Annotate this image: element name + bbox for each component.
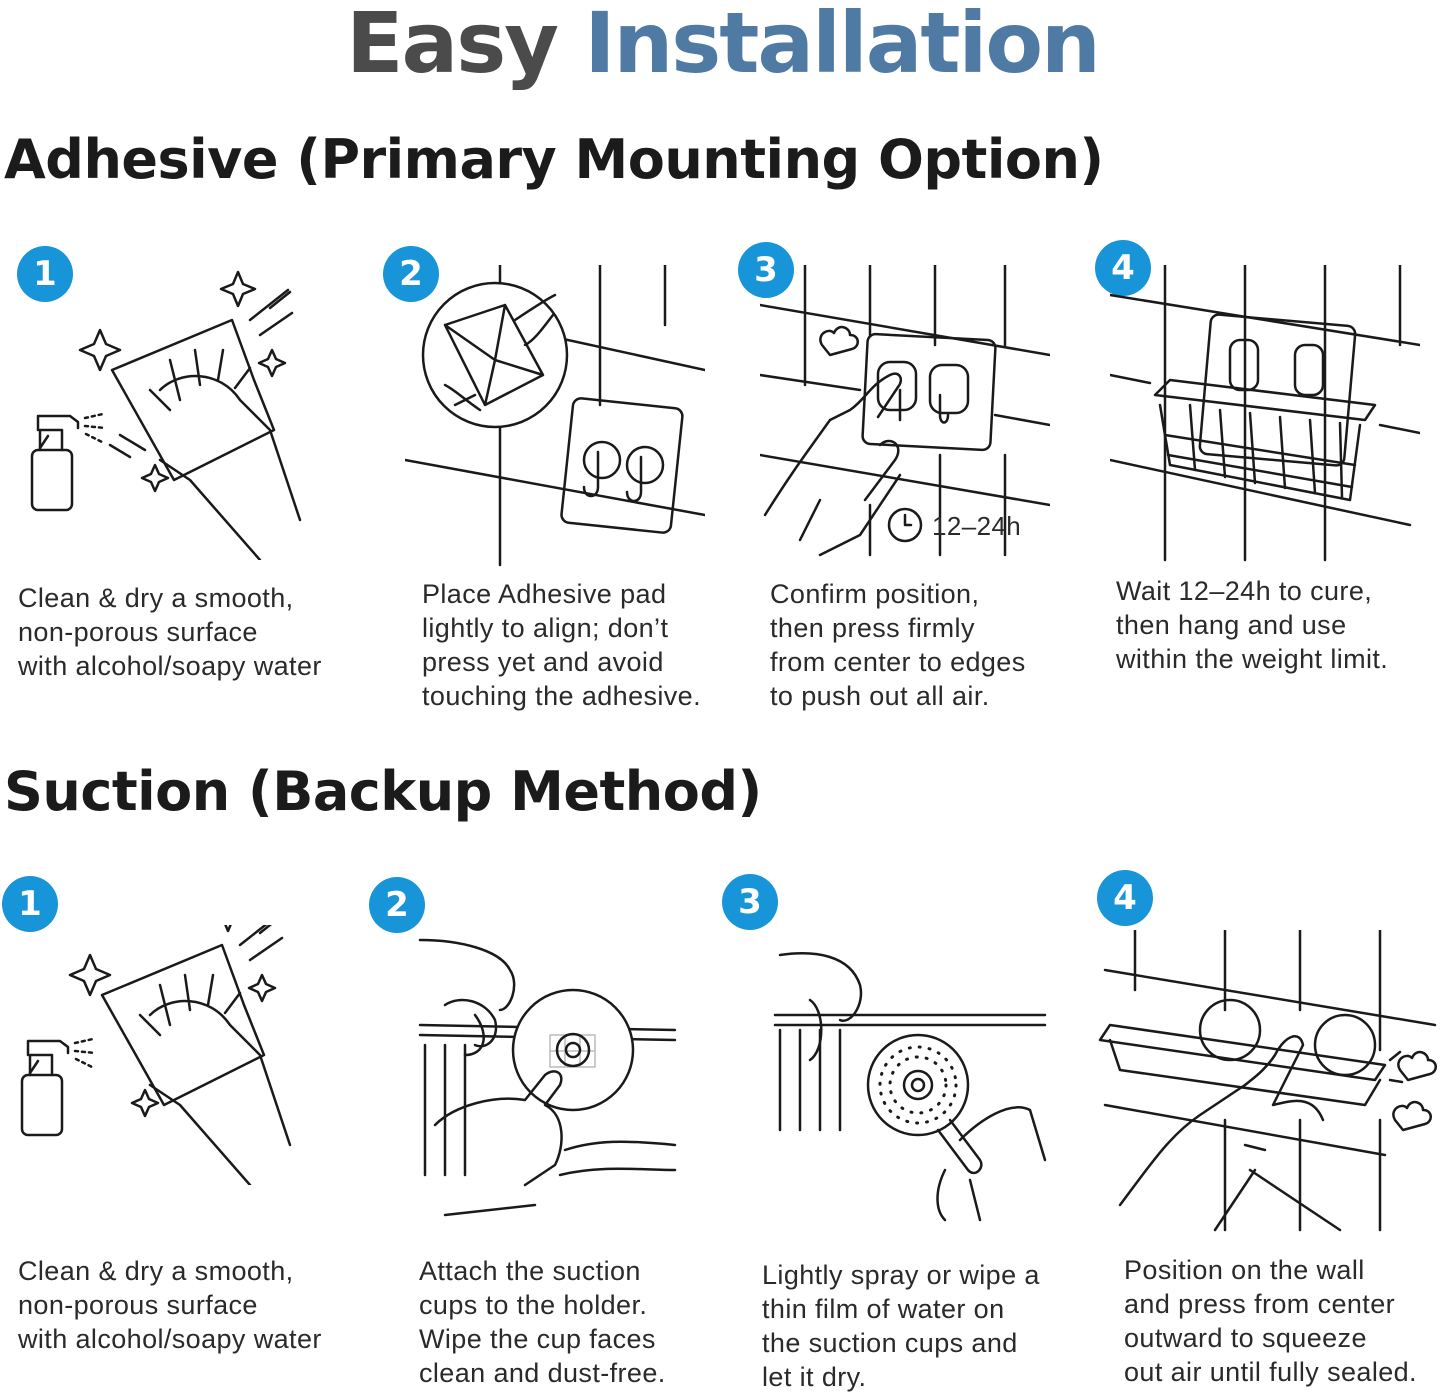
spray-water-illustration — [770, 950, 1055, 1225]
step-number-badge: 4 — [1095, 240, 1151, 296]
press-pad-illustration — [760, 265, 1050, 560]
suction-section-heading: Suction (Backup Method) — [4, 760, 762, 823]
hang-basket-illustration — [1110, 265, 1420, 565]
timer-label: 12–24h — [932, 511, 1022, 541]
step-number-badge: 4 — [1097, 870, 1153, 926]
step-number-badge: 2 — [369, 877, 425, 933]
press-basket-to-wall-illustration — [1095, 930, 1440, 1240]
adhesive-section-heading: Adhesive (Primary Mounting Option) — [4, 128, 1104, 191]
step-description: Lightly spray or wipe a thin film of wat… — [762, 1260, 1040, 1392]
step-description: Attach the suction cups to the holder. W… — [419, 1256, 666, 1388]
title-word-installation: Installation — [584, 0, 1101, 92]
step-number-badge: 2 — [383, 246, 439, 302]
spray-and-wipe-illustration — [20, 260, 310, 560]
step-number-badge: 1 — [17, 246, 73, 302]
align-adhesive-pad-illustration — [405, 265, 705, 570]
step-number-badge: 3 — [738, 242, 794, 298]
step-description: Confirm position, then press firmly from… — [770, 579, 1026, 711]
spray-and-wipe-illustration — [10, 925, 300, 1185]
step-description: Clean & dry a smooth, non-porous surface… — [18, 1256, 322, 1354]
page-title: Easy Installation — [0, 0, 1445, 92]
step-number-badge: 3 — [722, 874, 778, 930]
step-description: Wait 12–24h to cure, then hang and use w… — [1116, 576, 1389, 674]
attach-suction-cup-illustration — [415, 935, 680, 1235]
step-description: Place Adhesive pad lightly to align; don… — [422, 579, 701, 711]
step-number-badge: 1 — [2, 876, 58, 932]
title-word-easy: Easy — [346, 0, 559, 92]
step-description: Position on the wall and press from cent… — [1124, 1255, 1417, 1387]
step-description: Clean & dry a smooth, non-porous surface… — [18, 583, 322, 681]
